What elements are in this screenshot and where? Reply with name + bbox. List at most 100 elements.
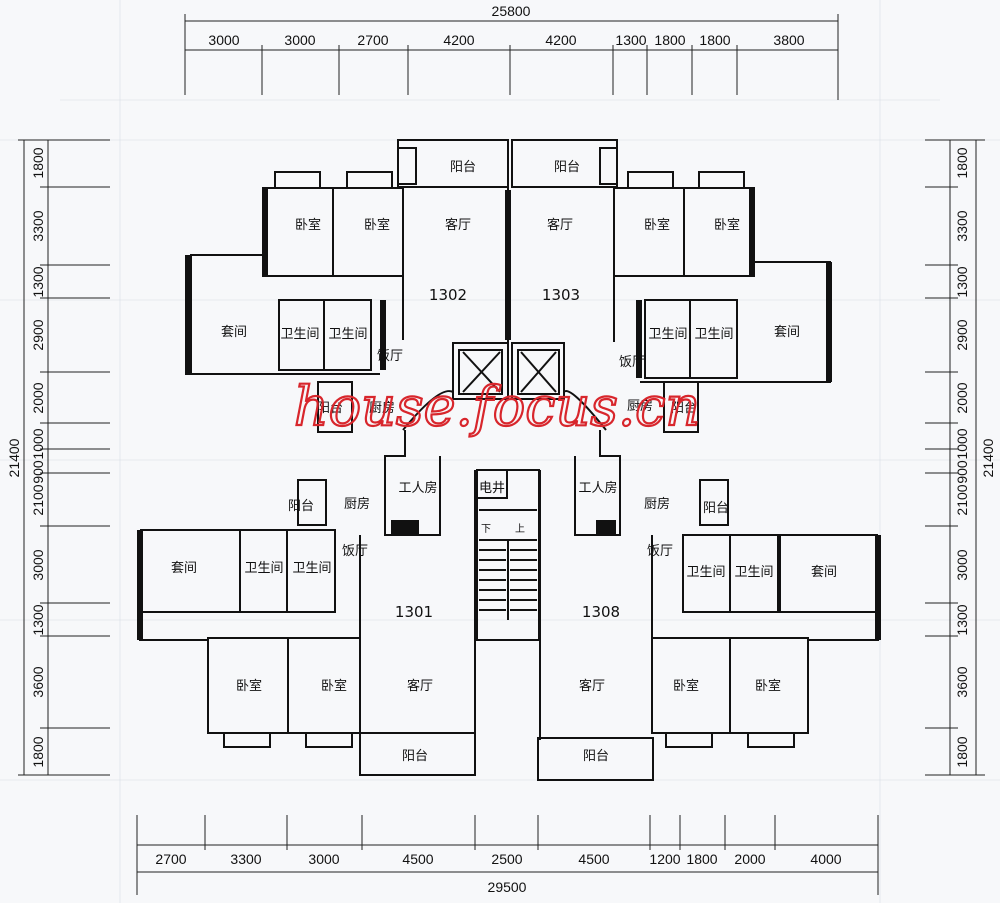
left-dim-4: 2900: [30, 319, 46, 350]
left-dim-10: 1300: [30, 604, 46, 635]
label-stair-up: 上: [515, 523, 525, 535]
label-kitchen-1301: 厨房: [344, 496, 370, 512]
label-bath-1302-a: 卫生间: [280, 327, 319, 342]
label-bedroom-1308-a: 卧室: [673, 678, 699, 694]
bottom-dim-6: 4500: [578, 851, 609, 867]
right-dim-6: 1000: [954, 428, 970, 459]
unit-number-1302: 1302: [429, 286, 467, 304]
left-segment-labels: 1800 3300 1300 2900 2000 1000 900 2100 3…: [30, 147, 46, 767]
label-suite-1303: 套间: [774, 324, 800, 340]
left-dim-1: 1800: [30, 147, 46, 178]
top-dim-6: 1300: [615, 32, 646, 48]
label-suite-1302: 套间: [221, 324, 247, 340]
room-labels: 阳台 阳台 卧室 卧室 客厅 客厅 卧室 卧室 套间 卫生间 卫生间 饭厅 卫生…: [171, 160, 837, 764]
label-bath-1301-a: 卫生间: [244, 561, 283, 576]
label-suite-1301: 套间: [171, 560, 197, 576]
label-bedroom-1301-a: 卧室: [236, 678, 262, 694]
bottom-dim-4: 4500: [402, 851, 433, 867]
label-bedroom-1302-b: 卧室: [364, 217, 390, 233]
left-dim-5: 2000: [30, 382, 46, 413]
unit-number-1303: 1303: [542, 286, 580, 304]
label-bath-1302-b: 卫生间: [328, 327, 367, 342]
right-dimensions: [925, 139, 985, 776]
top-total-dimension: 25800: [492, 3, 531, 19]
label-servant-1308: 工人房: [578, 480, 617, 496]
label-bath-1301-b: 卫生间: [292, 561, 331, 576]
top-dim-5: 4200: [545, 32, 576, 48]
label-stair-down: 下: [481, 524, 491, 535]
label-bedroom-1302-a: 卧室: [295, 217, 321, 233]
label-dining-1303: 饭厅: [619, 355, 645, 370]
top-dim-1: 3000: [208, 32, 239, 48]
right-segment-labels: 1800 3300 1300 2900 2000 1000 900 2100 3…: [954, 147, 970, 767]
columns: [137, 188, 881, 640]
label-kitchen-1308: 厨房: [644, 496, 670, 512]
left-dim-12: 1800: [30, 736, 46, 767]
label-balcony-1303: 阳台: [554, 160, 580, 175]
label-bedroom-1308-b: 卧室: [755, 678, 781, 694]
unit-number-1308: 1308: [582, 603, 620, 621]
unit-number-1301: 1301: [395, 603, 433, 621]
label-bedroom-1303-b: 卧室: [714, 217, 740, 233]
bottom-dim-7: 1200: [649, 851, 680, 867]
right-dim-7: 900: [954, 460, 970, 484]
left-total-dimension: 21400: [6, 438, 22, 477]
bottom-dim-10: 4000: [810, 851, 841, 867]
right-dim-4: 2900: [954, 319, 970, 350]
walls: [139, 139, 879, 781]
right-dim-1: 1800: [954, 147, 970, 178]
label-dining-1302: 饭厅: [377, 349, 403, 364]
label-balcony-1301: 阳台: [402, 749, 428, 764]
top-dimensions: [184, 14, 839, 100]
right-dim-2: 3300: [954, 210, 970, 241]
bottom-dim-3: 3000: [308, 851, 339, 867]
right-dim-9: 3000: [954, 549, 970, 580]
label-living-1301: 客厅: [407, 678, 433, 694]
label-dining-1301: 饭厅: [342, 544, 368, 559]
top-dim-3: 2700: [357, 32, 388, 48]
bottom-segment-labels: 2700 3300 3000 4500 2500 4500 1200 1800 …: [155, 851, 841, 867]
top-dim-7: 1800: [654, 32, 685, 48]
right-dim-11: 3600: [954, 666, 970, 697]
label-balcony-1302: 阳台: [450, 160, 476, 175]
top-dim-9: 3800: [773, 32, 804, 48]
top-dim-8: 1800: [699, 32, 730, 48]
right-dim-3: 1300: [954, 266, 970, 297]
label-balcony-small-left: 阳台: [317, 401, 343, 416]
left-dim-8: 2100: [30, 484, 46, 515]
label-kitchen-1302: 厨房: [369, 400, 395, 416]
label-balcony-small-right: 阳台: [671, 401, 697, 416]
label-balcony-1308: 阳台: [583, 749, 609, 764]
bottom-dim-5: 2500: [491, 851, 522, 867]
label-living-1302: 客厅: [445, 217, 471, 233]
right-dim-12: 1800: [954, 736, 970, 767]
label-bath-1303-b: 卫生间: [694, 327, 733, 342]
top-segment-labels: 3000 3000 2700 4200 4200 1300 1800 1800 …: [208, 32, 804, 48]
bottom-dim-1: 2700: [155, 851, 186, 867]
bottom-dim-9: 2000: [734, 851, 765, 867]
label-bath-1308-a: 卫生间: [686, 565, 725, 580]
right-dim-8: 2100: [954, 484, 970, 515]
bottom-dim-2: 3300: [230, 851, 261, 867]
label-dining-1308: 饭厅: [647, 544, 673, 559]
label-elec-shaft: 电井: [479, 481, 505, 496]
bottom-dim-8: 1800: [686, 851, 717, 867]
right-dim-5: 2000: [954, 382, 970, 413]
label-bath-1308-b: 卫生间: [734, 565, 773, 580]
left-dim-3: 1300: [30, 266, 46, 297]
top-dim-4: 4200: [443, 32, 474, 48]
left-dim-11: 3600: [30, 666, 46, 697]
left-dim-6: 1000: [30, 428, 46, 459]
label-servant-1301: 工人房: [398, 480, 437, 496]
left-dim-9: 3000: [30, 549, 46, 580]
label-bedroom-1303-a: 卧室: [644, 217, 670, 233]
label-bedroom-1301-b: 卧室: [321, 678, 347, 694]
watermark-text: house.focus.cn: [294, 375, 700, 438]
left-dim-2: 3300: [30, 210, 46, 241]
bottom-dimensions: [136, 815, 879, 895]
label-kitchen-1303: 厨房: [627, 398, 653, 414]
left-dimensions: [18, 139, 110, 776]
label-suite-1308: 套间: [811, 564, 837, 580]
top-dim-2: 3000: [284, 32, 315, 48]
